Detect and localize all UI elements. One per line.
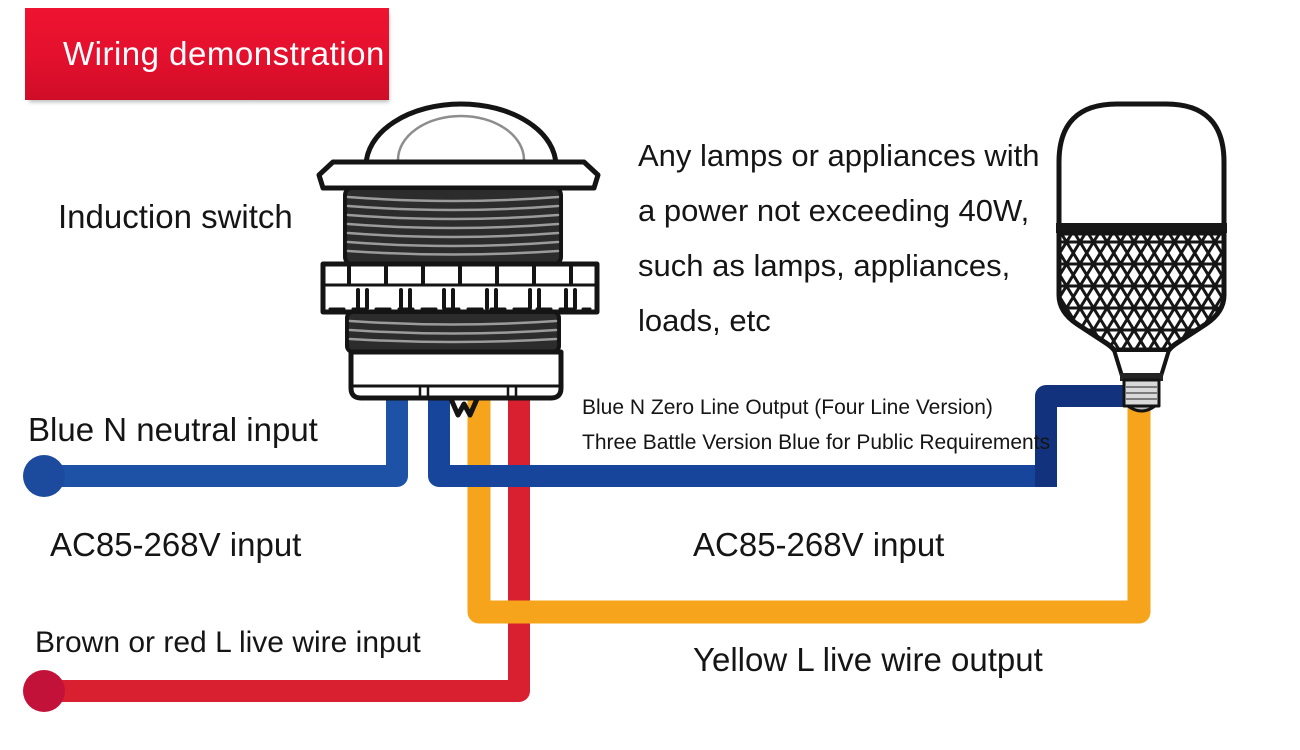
title-banner-label: Wiring demonstration (63, 35, 385, 72)
wire-label-ac-input-right: AC85-268V input (693, 526, 945, 563)
wire-label-blue-neutral-input: Blue N neutral input (28, 411, 318, 448)
wire-label-brown-red-live-input: Brown or red L live wire input (35, 626, 421, 659)
blue-output-note-line1: Blue N Zero Line Output (Four Line Versi… (582, 396, 993, 419)
blue-zero-output-wire (428, 385, 1124, 487)
induction-switch-label: Induction switch (58, 198, 293, 235)
appliance-note-line: such as lamps, appliances, (638, 248, 1011, 283)
appliance-note-line: loads, etc (638, 303, 771, 338)
wire-clip-mark (448, 396, 480, 418)
wire-label-ac-input-left: AC85-268V input (50, 526, 302, 563)
blue-neutral-input-wire (23, 396, 408, 497)
blue-wire-end-cap (23, 455, 65, 497)
wire-label-yellow-live-output: Yellow L live wire output (693, 641, 1043, 678)
led-bulb-illustration (1056, 101, 1227, 413)
bulb-base-band (1120, 373, 1163, 381)
appliance-note-line: Any lamps or appliances with (638, 138, 1040, 173)
appliance-note-line: a power not exceeding 40W, (638, 193, 1030, 228)
red-wire-end-cap (23, 670, 65, 712)
blue-output-note: Blue N Zero Line Output (Four Line Versi… (582, 390, 1050, 460)
red-live-wire (23, 396, 530, 712)
title-banner: Wiring demonstration (25, 8, 389, 100)
blue-output-note-line2: Three Battle Version Blue for Public Req… (582, 431, 1051, 454)
bulb-base-tip (1126, 404, 1157, 413)
appliance-note: Any lamps or appliances with a power not… (638, 128, 1039, 348)
yellow-output-wire (467, 396, 1151, 624)
induction-switch-illustration (316, 101, 601, 418)
